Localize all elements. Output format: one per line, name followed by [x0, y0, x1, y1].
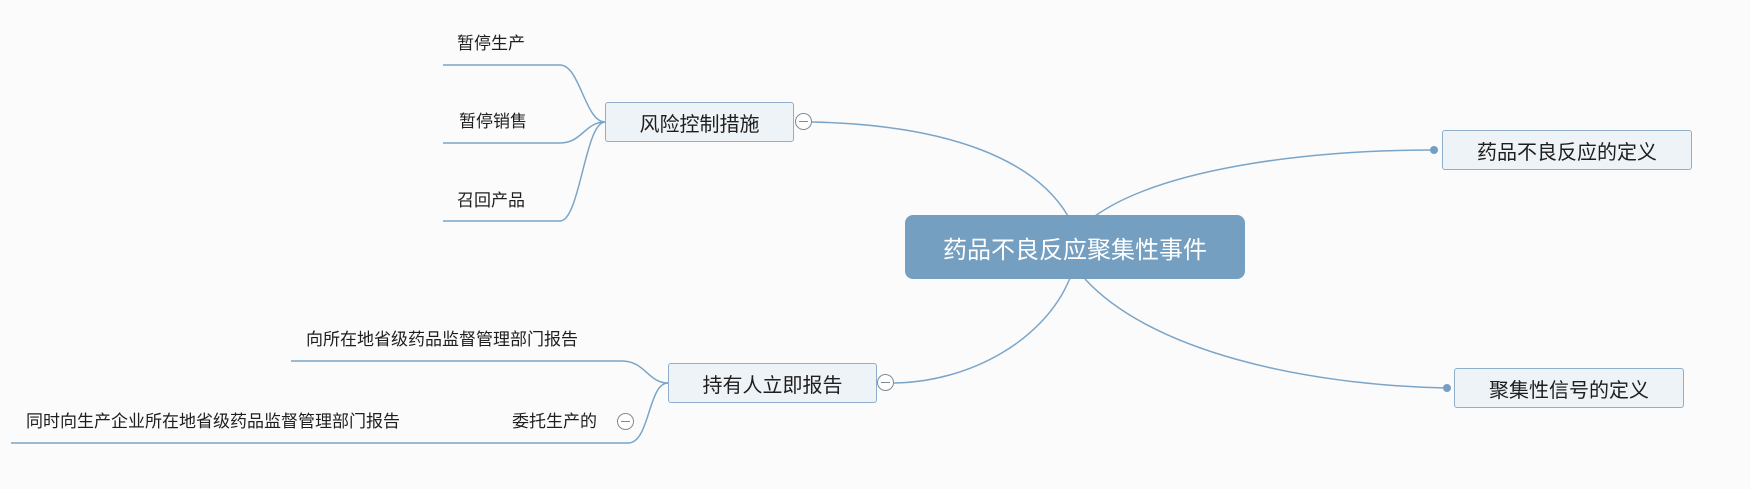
subtopic-recall-product[interactable]: 召回产品	[457, 191, 525, 211]
connector-risk-to-stop-production	[443, 64, 606, 123]
topic-risk-control-measures[interactable]: 风险控制措施	[605, 102, 794, 142]
connector-report-to-entrusted	[498, 382, 669, 444]
central-topic[interactable]: 药品不良反应聚集性事件	[905, 215, 1245, 279]
connector-risk-to-stop-sales	[443, 121, 606, 144]
connector-central-to-report	[893, 277, 1071, 384]
connector-end-dot	[1430, 146, 1438, 154]
connector-central-to-adr-definition	[1094, 149, 1435, 217]
subtopic-report-to-provincial-authority[interactable]: 向所在地省级药品监督管理部门报告	[306, 330, 578, 350]
connector-report-to-provincial	[291, 360, 669, 384]
subtopic-stop-sales[interactable]: 暂停销售	[459, 112, 527, 132]
topic-adr-definition[interactable]: 药品不良反应的定义	[1442, 130, 1692, 170]
topic-holder-immediate-report[interactable]: 持有人立即报告	[668, 363, 877, 403]
subtopic-also-report-manufacturer-provincial-authority[interactable]: 同时向生产企业所在地省级药品监督管理部门报告	[26, 412, 400, 432]
connector-end-dot	[1443, 384, 1451, 392]
connector-risk-to-recall	[443, 121, 606, 222]
subtopic-stop-production[interactable]: 暂停生产	[457, 34, 525, 54]
collapse-entrusted-button[interactable]	[617, 413, 634, 430]
subtopic-entrusted-production[interactable]: 委托生产的	[512, 412, 597, 432]
connector-central-to-risk	[811, 121, 1069, 217]
collapse-holder-report-button[interactable]	[877, 374, 894, 391]
topic-cluster-signal-definition[interactable]: 聚集性信号的定义	[1454, 368, 1684, 408]
connector-central-to-signal-definition	[1084, 278, 1448, 389]
collapse-risk-control-button[interactable]	[795, 113, 812, 130]
